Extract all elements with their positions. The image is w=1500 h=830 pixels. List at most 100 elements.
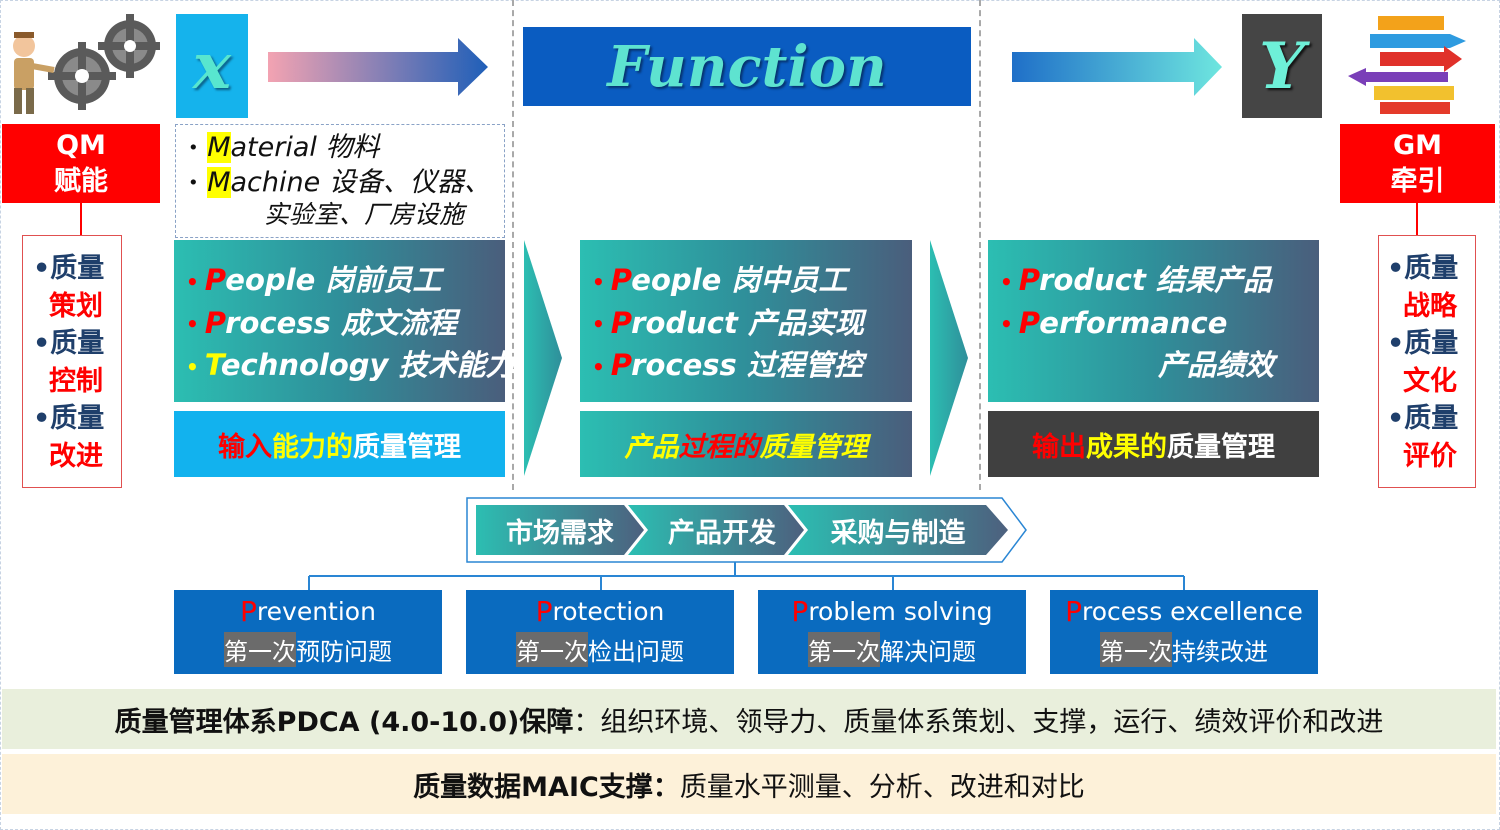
flow-step-1: 市场需求	[506, 517, 614, 549]
col2-initial2: P	[610, 305, 632, 340]
col3-initial2: P	[1018, 305, 1040, 340]
flow-step-1-shape	[476, 505, 644, 555]
arrow-x-to-function	[268, 38, 488, 96]
col2-caption: 产品过程的质量管理	[580, 411, 912, 477]
box-protection-sub: 第一次检出问题	[466, 631, 734, 667]
box-prevention-initial: P	[240, 594, 257, 628]
col1-caption: 输入能力的质量管理	[174, 411, 505, 477]
machine-line2: 实验室、厂房设施	[264, 200, 465, 229]
box-prevention-sub: 第一次预防问题	[174, 631, 442, 667]
col2-cap1: 产品	[624, 431, 679, 463]
box-problem-solving-rest: roblem solving	[808, 596, 993, 626]
box-problem-solving-hl: 第一次	[808, 631, 880, 667]
col3-cap3: 质量管理	[1167, 431, 1275, 463]
col2-line2: •Product 产品实现	[592, 305, 864, 340]
col3-caption: 输出成果的质量管理	[988, 411, 1319, 477]
gm-item1-b: 战略	[1403, 290, 1457, 322]
gm-item2-b: 文化	[1403, 365, 1457, 397]
col1-cap2: 能力的	[272, 431, 353, 463]
flow-step-2-shape	[628, 505, 804, 555]
qm-item1-b: 策划	[49, 290, 103, 322]
box-problem-solving-initial: P	[791, 594, 809, 628]
gm-item3-b: 评价	[1403, 440, 1457, 472]
band-maic-rest: 质量水平测量、分析、改进和对比	[679, 771, 1085, 803]
box-prevention-hl: 第一次	[224, 631, 296, 667]
separator-left	[512, 0, 514, 490]
col1-text3: echnology 技术能力	[220, 348, 515, 382]
machine-line: • Machine 设备、仪器、	[188, 166, 491, 198]
box-problem-solving-sub: 第一次解决问题	[758, 631, 1026, 667]
function-box: Function	[523, 27, 971, 106]
col3-line1: •Product 结果产品	[1000, 263, 1272, 297]
gm-line2: 牵引	[1390, 165, 1445, 197]
band-maic: 质量数据MAIC支撑：质量水平测量、分析、改进和对比	[2, 754, 1496, 814]
gm-item3-a: •质量	[1387, 403, 1459, 434]
qm-item3-b: 改进	[49, 440, 103, 472]
arrows-illustration	[1340, 10, 1480, 122]
box-protection-initial: P	[535, 594, 553, 628]
box-prevention-rest: revention	[256, 596, 376, 626]
col3-cap1: 输出	[1032, 431, 1086, 463]
col1-cap1: 输入	[218, 431, 272, 463]
gears-person-icon	[13, 14, 162, 114]
col1-text1: eople 岗前员工	[225, 263, 442, 297]
gears-illustration	[2, 8, 162, 122]
box-prevention-tail: 预防问题	[296, 637, 392, 666]
x-label: x	[192, 28, 232, 104]
qm-line1: QM	[56, 129, 106, 161]
material-line: • Material 物料	[188, 132, 380, 163]
col3-line2: •Performance	[1000, 305, 1228, 340]
col1-initial2: P	[204, 305, 226, 340]
col1-line1: •People 岗前员工	[186, 263, 442, 297]
machine-text: achine 设备、仪器、	[230, 166, 491, 198]
gm-item2-a: •质量	[1387, 328, 1459, 359]
gm-item1-a: •质量	[1387, 253, 1459, 284]
box-protection-tail: 检出问题	[588, 637, 684, 666]
col1-cap3: 质量管理	[353, 431, 461, 463]
qm-connector	[80, 203, 82, 235]
gm-line1: GM	[1392, 129, 1443, 161]
col2-cap2: 过程的	[678, 431, 760, 463]
box-problem-solving-tail: 解决问题	[880, 637, 976, 666]
chevron-1	[524, 240, 562, 476]
flow-chain	[466, 497, 1027, 563]
gm-list: •质量 战略 •质量 文化 •质量 评价	[1378, 235, 1476, 488]
strategy-arrows-icon	[1348, 16, 1466, 114]
qm-list: •质量 策划 •质量 控制 •质量 改进	[22, 235, 122, 488]
y-box: Y	[1242, 14, 1322, 118]
col3-initial1: P	[1018, 263, 1040, 297]
material-machine-box: • Material 物料 • Machine 设备、仪器、 实验室、厂房设施	[175, 124, 505, 238]
col3-text2: erformance	[1039, 305, 1228, 340]
col2-line3: •Process 过程管控	[592, 348, 863, 382]
col2-line1: •People 岗中员工	[592, 263, 848, 297]
flow-step-3-shape	[788, 505, 1008, 555]
qm-badge: QM 赋能	[2, 124, 160, 203]
material-initial: M	[207, 132, 231, 163]
band-pdca-bold: 质量管理体系PDCA (4.0-10.0)保障	[114, 706, 574, 738]
col2-text2: roduct 产品实现	[631, 305, 864, 340]
box-process-excellence-sub: 第一次持续改进	[1050, 631, 1318, 667]
col1-line3: •Technology 技术能力	[186, 348, 515, 382]
box-process-excellence-initial: P	[1065, 594, 1083, 628]
band-pdca-rest: ：组织环境、领导力、质量体系策划、支撑，运行、绩效评价和改进	[573, 706, 1384, 738]
function-label: Function	[607, 33, 887, 100]
box-process-excellence-hl: 第一次	[1100, 631, 1172, 667]
col1-text2: rocess 成文流程	[225, 305, 457, 340]
col2-initial1: P	[610, 263, 632, 297]
col1-panel: •People 岗前员工 •Process 成文流程 •Technology 技…	[174, 240, 515, 402]
col2-cap3: 质量管理	[759, 431, 868, 463]
y-label: Y	[1259, 28, 1305, 104]
box-protection-hl: 第一次	[516, 631, 588, 667]
qm-item1-a: •质量	[33, 253, 105, 284]
box-process-excellence-tail: 持续改进	[1172, 637, 1268, 666]
material-text: aterial 物料	[230, 132, 380, 163]
band-maic-bold: 质量数据MAIC支撑：	[413, 771, 680, 803]
arrow-function-to-y	[1012, 38, 1222, 96]
gm-connector	[1416, 203, 1418, 235]
